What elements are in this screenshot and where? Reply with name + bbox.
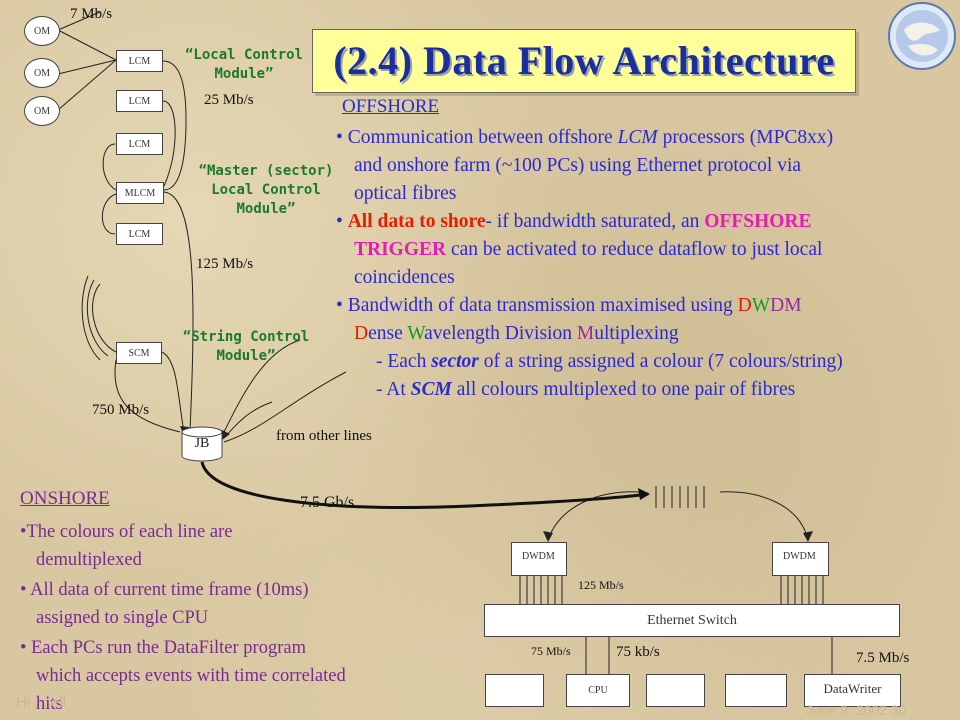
offshore-bullet-2-line-2: TRIGGER can be activated to reduce dataf…: [354, 239, 823, 260]
onshore-line-3: • All data of current time frame (10ms): [20, 580, 309, 600]
onshore-line-1: •The colours of each line are: [20, 522, 233, 542]
offshore-bullet-1-line-3: optical fibres: [354, 183, 457, 204]
offshore-bullet-1-line-2: and onshore farm (~100 PCs) using Ethern…: [354, 155, 802, 176]
rate-cpu-output: 75 kb/s: [616, 644, 660, 660]
offshore-bullet-2-line-3: coincidences: [354, 267, 455, 288]
local-control-module-label: “Local Control Module”: [184, 47, 303, 82]
footer-author: Hi ... ell: [16, 694, 67, 711]
onshore-heading: ONSHORE: [20, 488, 110, 509]
offshore-bullet-2: • All data to shore- if bandwidth satura…: [336, 211, 812, 232]
onshore-line-5: • Each PCs run the DataFilter program: [20, 638, 306, 658]
dwdm-demux-left: DWDM: [511, 542, 567, 576]
om-node: OM: [24, 58, 60, 88]
pc-box: [485, 674, 544, 707]
offshore-bullet-3-line-2: Dense Wavelength Division Multiplexing: [354, 323, 679, 344]
lcm-box: LCM: [116, 223, 163, 245]
onshore-line-7: hits: [36, 694, 63, 714]
onshore-line-6: which accepts events with time correlate…: [36, 666, 346, 686]
rate-lcm: 25 Mb/s: [204, 92, 254, 108]
title-banner: (2.4) Data Flow Architecture: [312, 29, 856, 93]
rate-om-lcm: 7 Mb/s: [70, 6, 113, 22]
master-local-control-module-label: “Master (sector) Local Control Module”: [198, 163, 334, 217]
lcm-box: LCM: [116, 90, 163, 112]
page-title: (2.4) Data Flow Architecture: [333, 38, 835, 83]
rate-mlcm: 125 Mb/s: [196, 256, 254, 272]
datawriter-box: DataWriter: [804, 674, 901, 707]
rate-dwdm-switch: 125 Mb/s: [578, 578, 624, 592]
junction-box-icon: [181, 426, 223, 462]
offshore-sub-bullet-2: - At SCM all colours multiplexed to one …: [376, 379, 796, 400]
scm-box: SCM: [116, 342, 162, 364]
string-control-module-label: “String Control Module”: [182, 329, 310, 364]
onshore-line-2: demultiplexed: [36, 550, 142, 570]
pc-box: [646, 674, 705, 707]
cpu-box: CPU: [566, 674, 630, 707]
rate-shore-link: 7.5 Gb/s: [300, 494, 355, 511]
footer-date-page: June 9, 2002 30: [806, 702, 907, 718]
offshore-bullet-3: • Bandwidth of data transmission maximis…: [336, 295, 802, 316]
rate-scm: 750 Mb/s: [92, 402, 150, 418]
om-node: OM: [24, 96, 60, 126]
lcm-box: LCM: [116, 133, 163, 155]
ethernet-switch-box: Ethernet Switch: [484, 604, 900, 637]
pc-box: [725, 674, 787, 707]
junction-box: JB: [180, 426, 224, 462]
rate-switch-cpu: 75 Mb/s: [531, 644, 571, 658]
jb-label: JB: [194, 436, 210, 451]
om-node: OM: [24, 16, 60, 46]
from-other-lines-label: from other lines: [276, 428, 372, 444]
antares-logo-icon: [888, 2, 956, 70]
rate-datawriter: 7.5 Mb/s: [856, 650, 910, 666]
dwdm-demux-right: DWDM: [772, 542, 829, 576]
offshore-sub-bullet-1: - Each sector of a string assigned a col…: [376, 351, 843, 372]
offshore-bullet-1: • Communication between offshore LCM pro…: [336, 127, 834, 148]
mlcm-box: MLCM: [116, 182, 164, 204]
lcm-box: LCM: [116, 50, 163, 72]
offshore-heading: OFFSHORE: [342, 96, 440, 117]
onshore-line-4: assigned to single CPU: [36, 608, 209, 628]
